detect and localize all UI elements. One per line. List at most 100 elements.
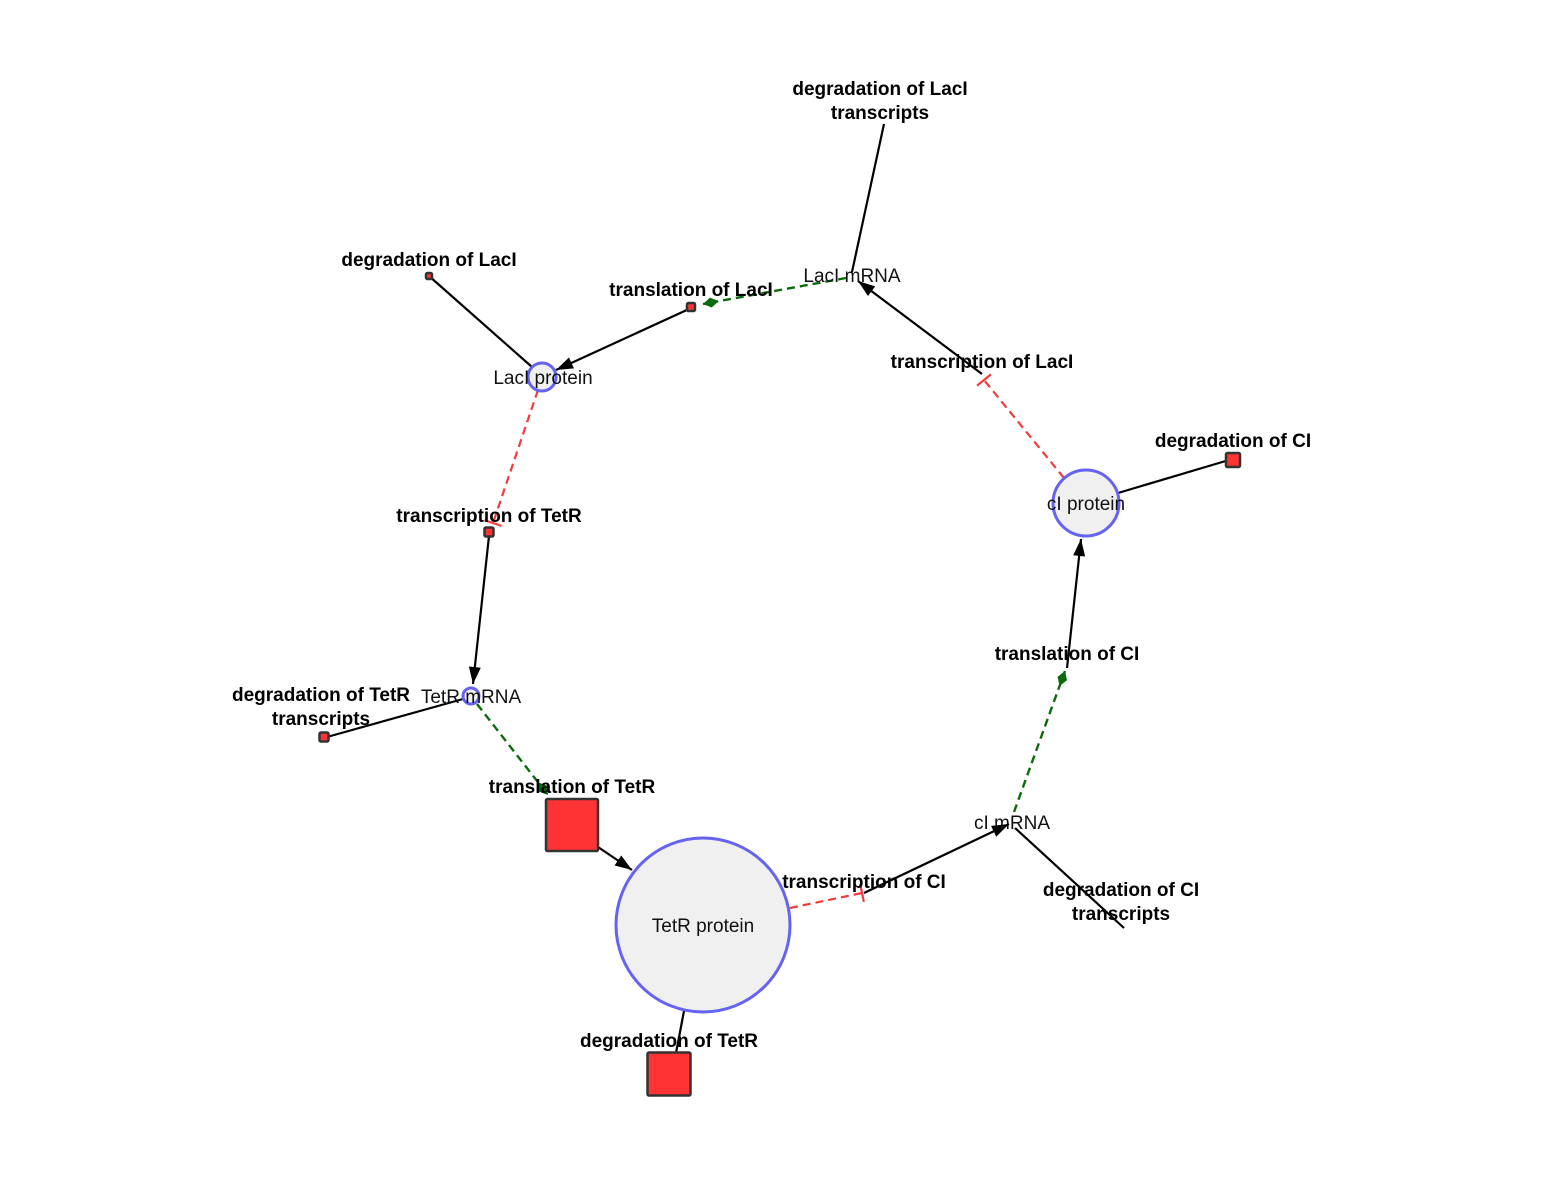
arrowhead <box>858 281 876 296</box>
label-line: transcripts <box>272 709 370 730</box>
edge-tetr_protein-to-deg_tetr <box>674 1010 686 1054</box>
label-deg_tetr: degradation of TetR <box>580 1031 758 1052</box>
edge-laci_mrna-to-deg_laci_tx <box>850 123 886 273</box>
consumption-line <box>1014 827 1125 929</box>
production-line <box>555 308 690 371</box>
edge-transl_ci-to-cI_protein <box>1065 538 1086 669</box>
arrowhead <box>991 824 1009 837</box>
consumption-line <box>1117 458 1230 495</box>
label-line: cI protein <box>1047 494 1125 515</box>
label-deg_ci_tx: degradation of CI transcripts <box>1043 880 1199 925</box>
label-laci_mrna: LacI mRNA <box>803 266 900 287</box>
catalysis-line <box>702 276 847 306</box>
reaction-node-deg_laci[interactable] <box>424 271 434 281</box>
edge-tetr_protein-to-transc_ci <box>789 883 865 910</box>
inhibition-tbar <box>976 373 992 387</box>
edge-transl_tetr-to-tetr_protein <box>597 846 633 871</box>
label-cI_protein: cI protein <box>1047 494 1125 515</box>
catalysis-diamond <box>538 782 548 795</box>
edge-laci_protein-to-deg_laci <box>428 275 533 368</box>
label-line: TetR mRNA <box>421 687 522 708</box>
inhibition-line <box>491 389 540 524</box>
label-line: degradation of CI <box>1043 880 1199 901</box>
catalysis-diamond <box>1057 671 1067 687</box>
label-line: transcription of CI <box>782 872 946 893</box>
label-line: degradation of LacI <box>341 250 516 271</box>
edge-cI_mrna-to-transl_ci <box>1012 670 1067 813</box>
label-line: LacI mRNA <box>803 266 900 287</box>
catalysis-line <box>1012 670 1067 813</box>
label-line: translation of TetR <box>489 777 656 798</box>
label-line: TetR protein <box>652 916 754 937</box>
edge-cI_protein-to-deg_ci <box>1117 458 1230 495</box>
species-node-tetr_mrna[interactable] <box>461 686 481 706</box>
edges-layer <box>326 123 1230 1054</box>
species-node-cI_protein[interactable] <box>1051 468 1121 538</box>
label-deg_ci: degradation of CI <box>1155 431 1311 452</box>
reaction-node-transl_tetr[interactable] <box>544 797 600 853</box>
label-deg_tetr_tx: degradation of TetR transcripts <box>232 685 410 730</box>
edge-transc_tetr-to-tetr_mrna <box>468 535 491 685</box>
label-transl_laci: translation of LacI <box>609 280 773 301</box>
production-line <box>857 280 983 375</box>
consumption-line <box>674 1010 686 1054</box>
production-line <box>471 535 491 685</box>
label-line: transcription of TetR <box>396 506 582 527</box>
nodes-layer <box>318 271 1242 1097</box>
labels-layer: LacI mRNA LacI protein cI protein cI mRNA Te… <box>232 79 1311 1052</box>
edge-cI_mrna-to-deg_ci_tx <box>1014 827 1125 929</box>
label-cI_mrna: cI mRNA <box>974 813 1050 834</box>
label-line: degradation of TetR <box>232 685 410 706</box>
reaction-node-deg_tetr_tx[interactable] <box>318 731 330 743</box>
species-node-tetr_protein[interactable] <box>614 836 792 1014</box>
production-line <box>1065 538 1083 669</box>
edge-transl_laci-to-laci_protein <box>555 308 690 371</box>
arrowhead <box>468 666 481 684</box>
edge-tetr_mrna-to-deg_tetr_tx <box>326 697 464 739</box>
label-line: transcription of LacI <box>891 352 1074 373</box>
edge-laci_mrna-to-transl_laci <box>702 276 847 308</box>
reaction-node-deg_tetr[interactable] <box>646 1051 692 1097</box>
label-line: degradation of LacI <box>792 79 967 100</box>
arrowhead <box>614 855 632 870</box>
arrowhead <box>556 357 574 370</box>
label-line: degradation of CI <box>1155 431 1311 452</box>
reaction-node-transl_laci[interactable] <box>685 301 697 313</box>
label-deg_laci_tx: degradation of LacI transcripts <box>792 79 967 124</box>
catalysis-line <box>476 703 549 796</box>
label-transc_ci: transcription of CI <box>782 872 946 893</box>
label-transl_ci: translation of CI <box>995 644 1140 665</box>
label-deg_laci: degradation of LacI <box>341 250 516 271</box>
inhibition-line <box>983 379 1065 479</box>
label-transl_tetr: translation of TetR <box>489 777 656 798</box>
edge-cI_protein-to-transc_laci <box>976 373 1065 479</box>
edge-laci_protein-to-transc_tetr <box>484 389 540 527</box>
arrowhead <box>1073 539 1086 557</box>
edge-transc_ci-to-cI_mrna <box>863 823 1010 894</box>
consumption-line <box>326 697 464 739</box>
species-node-laci_protein[interactable] <box>526 361 558 393</box>
label-line: transcripts <box>1072 904 1170 925</box>
label-line: translation of CI <box>995 644 1140 665</box>
label-line: cI mRNA <box>974 813 1050 834</box>
label-line: degradation of TetR <box>580 1031 758 1052</box>
edge-tetr_mrna-to-transl_tetr <box>476 703 549 796</box>
label-laci_protein: LacI protein <box>493 368 592 389</box>
label-transc_tetr: transcription of TetR <box>396 506 582 527</box>
label-line: transcripts <box>831 103 929 124</box>
label-tetr_protein: TetR protein <box>652 916 754 937</box>
production-line <box>863 823 1010 894</box>
label-line: LacI protein <box>493 368 592 389</box>
inhibition-tbar <box>859 883 865 903</box>
consumption-line <box>850 123 886 273</box>
consumption-line <box>428 275 533 368</box>
label-transc_laci: transcription of LacI <box>891 352 1074 373</box>
catalysis-diamond <box>703 297 719 308</box>
inhibition-tbar <box>484 519 502 527</box>
label-tetr_mrna: TetR mRNA <box>421 687 522 708</box>
reaction-node-transc_tetr[interactable] <box>483 526 495 538</box>
reaction-node-deg_ci[interactable] <box>1224 451 1242 469</box>
label-line: translation of LacI <box>609 280 773 301</box>
inhibition-line <box>789 891 863 910</box>
